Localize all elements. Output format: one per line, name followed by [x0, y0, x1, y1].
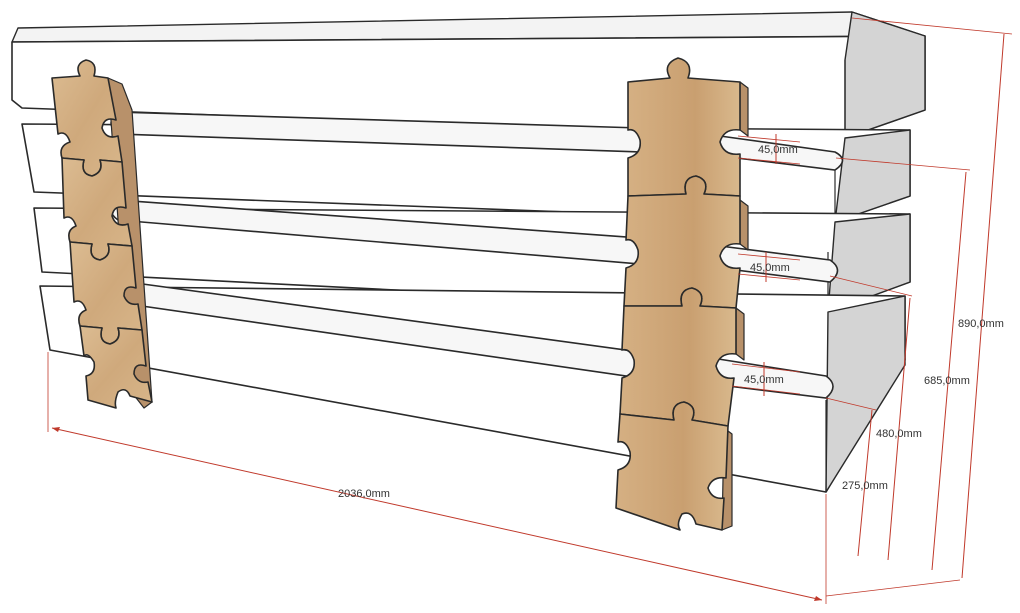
- slot-bars: [110, 111, 844, 399]
- gap-top-label: 45,0mm: [758, 144, 798, 156]
- dimension-lines: [47, 17, 1013, 604]
- gap-bottom-label: 45,0mm: [744, 374, 784, 386]
- height-480-label: 480,0mm: [876, 428, 922, 440]
- right-puzzle-leg: [615, 57, 749, 531]
- height-685-label: 685,0mm: [924, 375, 970, 387]
- left-puzzle-leg: [51, 59, 153, 409]
- gap-middle-label: 45,0mm: [750, 262, 790, 274]
- height-275-label: 275,0mm: [842, 480, 888, 492]
- width-dimension-label: 2036,0mm: [338, 488, 390, 500]
- height-890-label: 890,0mm: [958, 318, 1004, 330]
